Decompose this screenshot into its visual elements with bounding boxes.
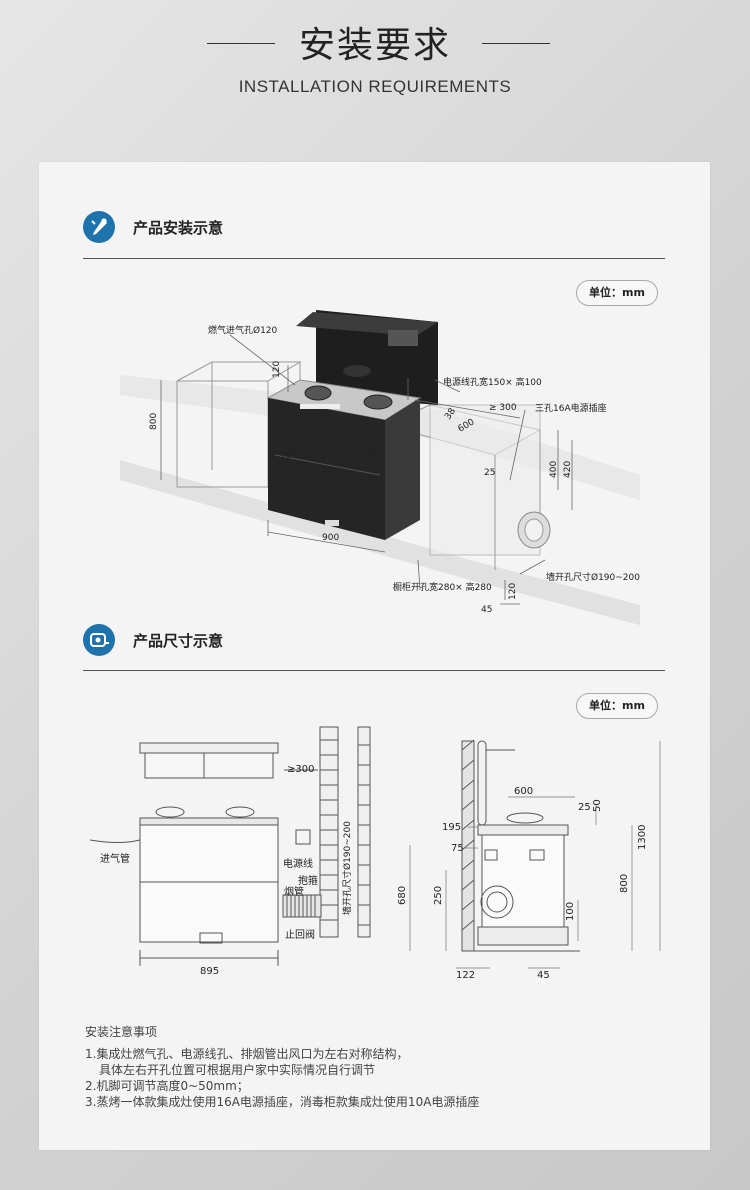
side-view (461, 739, 580, 952)
label-clamp: 抱箍 (298, 874, 318, 887)
label-socket: 三孔16A电源插座 (535, 402, 607, 414)
notes-title: 安装注意事项 (85, 1025, 158, 1039)
label-122: 122 (456, 970, 475, 981)
integrated-stove (266, 310, 438, 540)
label-85: 85 (400, 382, 410, 393)
label-120b: 120 (508, 583, 518, 600)
note-item-2: 2.机脚可调节高度0~50mm； (85, 1079, 249, 1093)
label-25-2: 25 (578, 802, 591, 813)
note-item-1: 1.集成灶燃气孔、电源线孔、排烟管出风口为左右对称结构， (85, 1047, 409, 1061)
note-item-1b: 具体左右开孔位置可根据用户家中实际情况自行调节 (99, 1063, 376, 1077)
label-ge300-2: ≥300 (287, 764, 314, 775)
page-subtitle: INSTALLATION REQUIREMENTS (238, 77, 512, 96)
label-800: 800 (149, 413, 159, 430)
wrench-screwdriver-icon (83, 211, 115, 243)
label-ge300: ≥ 300 (489, 403, 517, 413)
label-power-hole: 电源线孔宽150× 高100 (443, 376, 542, 388)
title-line-left (207, 43, 275, 44)
dimension-lines-2 (409, 741, 661, 969)
install-notes: 安装注意事项 1.集成灶燃气孔、电源线孔、排烟管出风口为左右对称结构， 具体左右… (85, 1024, 479, 1110)
counter-band (120, 375, 640, 500)
section-install-rule (83, 258, 665, 259)
front-view (89, 742, 279, 966)
label-400: 400 (549, 461, 559, 478)
label-600-2: 600 (514, 786, 533, 797)
label-gas-pipe: 进气管 (100, 852, 130, 865)
label-check-valve: 止回阀 (285, 928, 315, 941)
label-195-2: 195 (442, 822, 461, 833)
unit-badge-1: 单位：mm (576, 280, 658, 306)
label-50: 50 (370, 446, 380, 458)
label-flue: 烟管 (284, 885, 304, 898)
page-title: 安装要求 (298, 25, 451, 66)
label-cabinet-hole: 橱柜开孔宽280× 高280 (393, 581, 492, 593)
label-50-2: 50 (592, 799, 603, 812)
brick-wall (319, 726, 371, 938)
left-cabinet (176, 361, 302, 488)
side-labels: 600 25 50 195 75 1300 680 250 800 100 12… (397, 786, 648, 981)
unit-badge-2: 单位：mm (576, 693, 658, 719)
label-895: 895 (200, 966, 219, 977)
label-power-line: 电源线 (283, 857, 313, 870)
note-item-3: 3.蒸烤一体款集成灶使用16A电源插座，消毒柜款集成灶使用10A电源插座 (85, 1095, 480, 1109)
tape-measure-icon (83, 624, 115, 656)
title-line-right (482, 43, 550, 44)
label-420: 420 (563, 461, 573, 478)
wall-duct-inner (524, 518, 544, 542)
label-195: 195 (280, 451, 297, 461)
label-250: 250 (433, 886, 444, 905)
dimension-lines-1 (160, 334, 573, 605)
label-680: 680 (397, 886, 408, 905)
section-size-rule (83, 670, 665, 671)
label-25: 25 (484, 468, 495, 478)
label-900: 900 (322, 533, 339, 543)
label-75: 75 (451, 843, 464, 854)
label-100: 100 (565, 902, 576, 921)
label-wall-hole-2: 墙开孔尺寸Ø190~200 (341, 821, 353, 915)
floor-band (120, 460, 640, 625)
label-45: 45 (481, 605, 492, 615)
label-wall-hole: 墙开孔尺寸Ø190~200 (546, 571, 640, 583)
section-install-title: 产品安装示意 (133, 219, 224, 237)
front-labels: ≥300 墙开孔尺寸Ø190~200 进气管 电源线 抱箍 烟管 止回阀 895 (100, 764, 353, 977)
label-gas-hole: 燃气进气孔Ø120 (208, 324, 278, 336)
label-800-2: 800 (619, 874, 630, 893)
label-45-2: 45 (537, 970, 550, 981)
flue-assembly (282, 769, 322, 918)
label-120: 120 (272, 361, 282, 378)
section-size-title: 产品尺寸示意 (133, 632, 224, 650)
label-1300: 1300 (637, 825, 648, 850)
page-header: 安装要求 INSTALLATION REQUIREMENTS (0, 0, 750, 120)
